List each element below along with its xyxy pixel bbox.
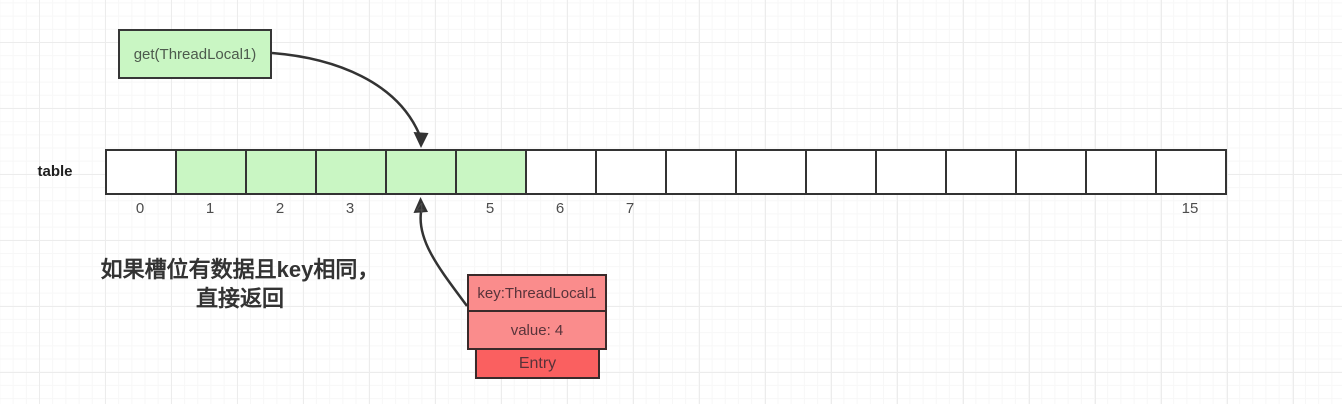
annotation-text: 如果槽位有数据且key相同， 直接返回 — [60, 255, 420, 313]
entry-box: Entry — [475, 348, 600, 379]
table-slot-8 — [665, 149, 737, 195]
table-label: table — [37, 163, 73, 180]
entry-value-label: value: 4 — [510, 321, 564, 339]
slot-index-label-15: 15 — [1181, 200, 1199, 217]
slot-index-label-4: 4 — [415, 200, 425, 217]
table-slot-14 — [1085, 149, 1157, 195]
slot-index-label-2: 2 — [275, 200, 285, 217]
entry-value-box: value: 4 — [467, 310, 607, 350]
entry-key-label: key:ThreadLocal1 — [477, 284, 597, 302]
table-slot-2 — [245, 149, 317, 195]
slot-index-label-5: 5 — [485, 200, 495, 217]
get-to-slot4-arrow — [271, 51, 429, 148]
table-slot-7 — [595, 149, 667, 195]
slot-index-label-0: 0 — [135, 200, 145, 217]
table-slot-3 — [315, 149, 387, 195]
table-slot-6 — [525, 149, 597, 195]
table-slot-10 — [805, 149, 877, 195]
entry-key-box: key:ThreadLocal1 — [467, 274, 607, 312]
annotation-line2: 直接返回 — [195, 286, 284, 311]
table-slot-11 — [875, 149, 947, 195]
table-slot-0 — [105, 149, 177, 195]
slot-index-label-3: 3 — [345, 200, 355, 217]
annotation-line1: 如果槽位有数据且key相同， — [100, 257, 380, 282]
table-slot-9 — [735, 149, 807, 195]
table-slot-12 — [945, 149, 1017, 195]
slot-index-label-7: 7 — [625, 200, 635, 217]
slot-row — [105, 149, 1227, 195]
table-slot-1 — [175, 149, 247, 195]
slot-index-label-1: 1 — [205, 200, 215, 217]
slot-index-label-6: 6 — [555, 200, 565, 217]
table-slot-13 — [1015, 149, 1087, 195]
table-slot-5 — [455, 149, 527, 195]
table-slot-15 — [1155, 149, 1227, 195]
get-call-label: get(ThreadLocal1) — [133, 45, 257, 63]
get-call-box: get(ThreadLocal1) — [118, 29, 272, 79]
table-slot-4 — [385, 149, 457, 195]
entry-label: Entry — [518, 354, 557, 372]
